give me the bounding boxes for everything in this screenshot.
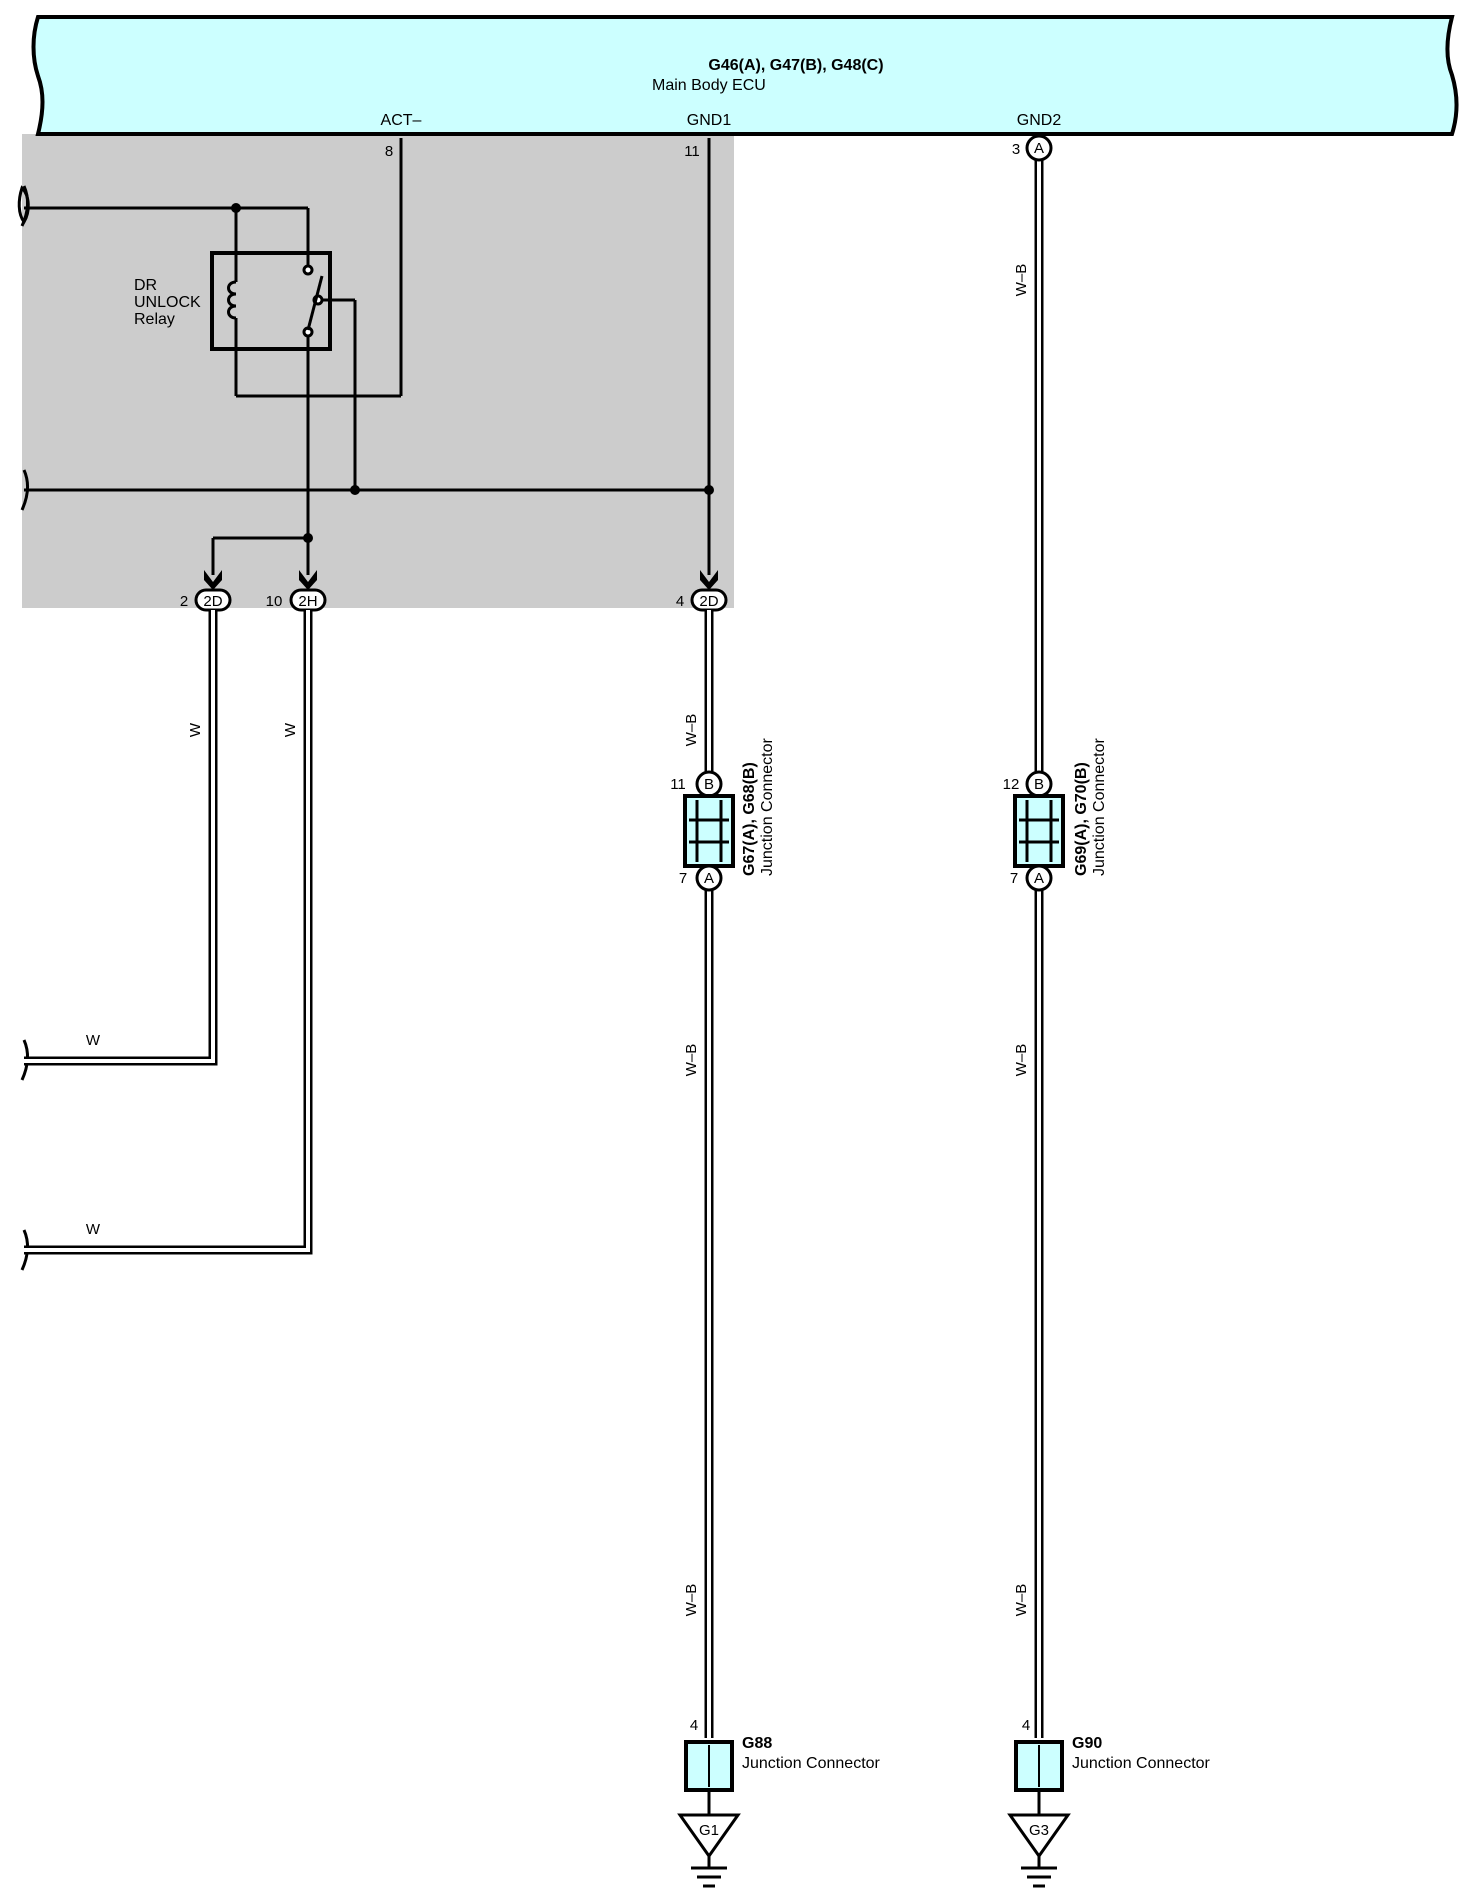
- svg-text:12: 12: [1003, 776, 1020, 793]
- wire-color-wb-3: W–B: [683, 1584, 700, 1617]
- svg-text:4: 4: [690, 1717, 698, 1734]
- svg-text:Junction Connector: Junction Connector: [742, 1755, 881, 1772]
- junction-connector-g90: 4 G90 Junction Connector: [1014, 1717, 1211, 1792]
- svg-text:4: 4: [676, 593, 684, 610]
- svg-text:A: A: [1034, 870, 1044, 887]
- relay-label-3: Relay: [134, 311, 175, 328]
- relay-label-2: UNLOCK: [134, 294, 201, 311]
- svg-text:7: 7: [679, 870, 687, 887]
- svg-text:7: 7: [1010, 870, 1018, 887]
- terminal-gnd1-label: GND1: [687, 112, 732, 129]
- junction-pin-2d-a: 2D 2: [180, 570, 232, 612]
- svg-text:11: 11: [670, 776, 686, 793]
- svg-text:Junction Connector: Junction Connector: [1091, 737, 1108, 876]
- junction-block-area: [22, 134, 734, 608]
- relay-label-1: DR: [134, 277, 157, 294]
- terminal-gnd1-pin: 11: [684, 143, 700, 160]
- svg-text:G69(A), G70(B): G69(A), G70(B): [1073, 762, 1090, 876]
- main-body-ecu: G46(A), G47(B), G48(C) Main Body ECU ACT…: [31, 15, 1459, 136]
- wire-color-w-4: W: [86, 1221, 101, 1238]
- wire-color-w-2: W: [282, 722, 299, 737]
- svg-text:4: 4: [1022, 1717, 1030, 1734]
- svg-text:10: 10: [266, 593, 283, 610]
- white-wires: W W W W: [24, 610, 313, 1255]
- svg-text:A: A: [1034, 140, 1044, 157]
- junction-connector-g88: 4 G88 Junction Connector: [684, 1717, 881, 1792]
- wire-color-wb-6: W–B: [1013, 1584, 1030, 1617]
- svg-text:2D: 2D: [699, 593, 718, 610]
- wire-color-w-3: W: [86, 1032, 101, 1049]
- wire-color-wb-1: W–B: [683, 714, 700, 747]
- terminal-gnd2-label: GND2: [1017, 112, 1062, 129]
- terminal-act-label: ACT–: [381, 112, 422, 129]
- junction-connector-g67-g68: B 11 A 7 G67(A), G68(B) Junction Connect…: [670, 737, 776, 892]
- wire-color-wb-2: W–B: [683, 1044, 700, 1077]
- svg-text:2D: 2D: [203, 593, 222, 610]
- ground-g1: G1: [677, 1790, 741, 1888]
- dr-unlock-relay: DR UNLOCK Relay: [134, 251, 332, 351]
- gnd2-pin-a: A: [1025, 134, 1053, 162]
- terminal-act-pin: 8: [385, 143, 393, 160]
- terminal-gnd2-pin: 3: [1012, 141, 1020, 158]
- ecu-title: G46(A), G47(B), G48(C): [708, 57, 883, 74]
- ground-wires: W–B W–B W–B W–B W–B W–B: [683, 160, 1044, 1738]
- svg-text:Junction Connector: Junction Connector: [759, 737, 776, 876]
- ecu-name: Main Body ECU: [652, 77, 766, 94]
- svg-text:G1: G1: [699, 1822, 719, 1839]
- internal-wiring: [24, 138, 714, 575]
- svg-text:Junction Connector: Junction Connector: [1072, 1755, 1211, 1772]
- svg-text:G90: G90: [1072, 1735, 1102, 1752]
- svg-text:G88: G88: [742, 1735, 772, 1752]
- svg-text:G67(A), G68(B): G67(A), G68(B): [741, 762, 758, 876]
- wire-color-w-1: W: [187, 722, 204, 737]
- svg-text:2H: 2H: [298, 593, 317, 610]
- junction-connector-g69-g70: B 12 A 7 G69(A), G70(B) Junction Connect…: [1003, 737, 1108, 892]
- junction-pin-2h: 2H 10: [266, 570, 327, 612]
- svg-text:B: B: [1034, 776, 1044, 793]
- svg-text:A: A: [704, 870, 714, 887]
- svg-text:B: B: [704, 776, 714, 793]
- ground-g3: G3: [1007, 1790, 1071, 1888]
- wire-color-wb-5: W–B: [1013, 1044, 1030, 1077]
- svg-text:G3: G3: [1029, 1822, 1049, 1839]
- svg-text:2: 2: [180, 593, 188, 610]
- wire-color-wb-4: W–B: [1013, 264, 1030, 297]
